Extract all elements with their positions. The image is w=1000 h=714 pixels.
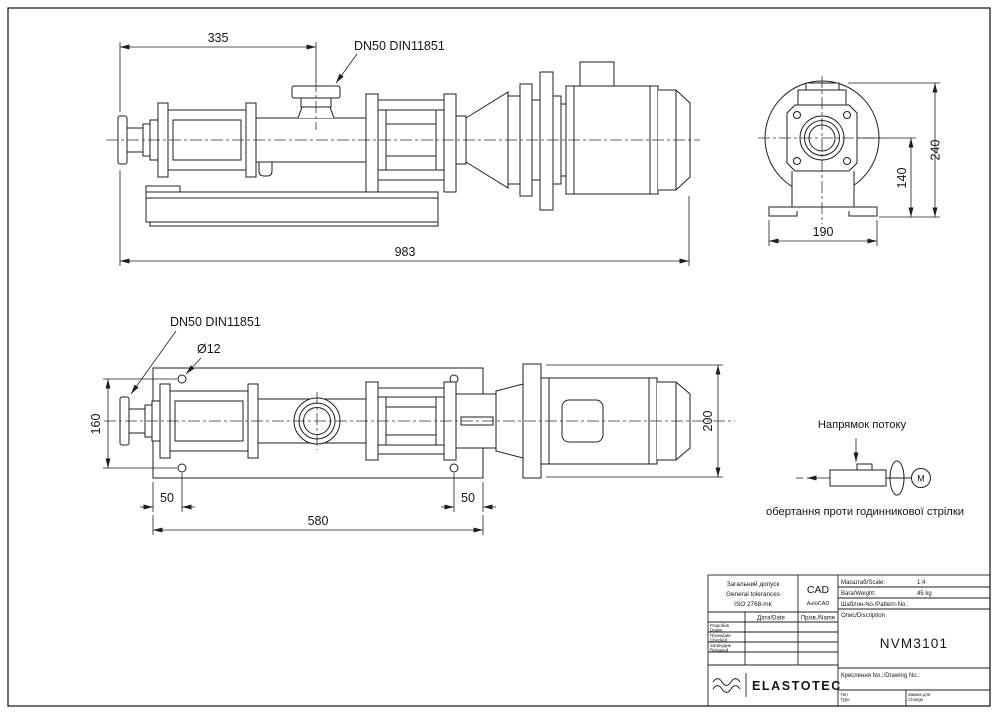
dim-total-height: 240 — [848, 82, 943, 218]
plan-view: DN50 DIN11851 Ø12 160 50 50 580 — [89, 315, 735, 535]
page-border — [7, 7, 991, 707]
end-view: 240 140 190 — [758, 76, 943, 246]
dim-drive-width: 200 — [546, 364, 723, 478]
dim-140-text: 140 — [895, 168, 909, 189]
title-block: Загальний допуск General tolerances ISO … — [707, 574, 991, 707]
row-drawn-en: Drawn — [710, 628, 723, 633]
dn50-label-plan: DN50 DIN11851 — [170, 315, 261, 329]
hole-callout: Ø12 — [185, 342, 221, 375]
type-label-en: Type — [841, 697, 851, 702]
col-name-header: Прізв./Name — [801, 616, 836, 622]
motor — [565, 61, 691, 195]
dim-feet-width: 190 — [768, 220, 878, 246]
row-checked-ua: Перевірив — [710, 633, 731, 638]
port-callout-plan: DN50 DIN11851 — [130, 315, 261, 395]
signature-rows: Розробив Drawn Перевірив Checked Затверд… — [710, 623, 732, 653]
change-label-ua: Заміна для — [908, 692, 931, 697]
cad-label: CAD — [807, 584, 830, 596]
elastotec-wave-icon — [712, 678, 741, 686]
motor-symbol-icon: M — [911, 468, 931, 488]
joint-frame — [365, 93, 457, 193]
dim-580-text: 580 — [308, 514, 329, 528]
pump-symbol — [796, 460, 911, 496]
dim-axis-height: 140 — [858, 137, 916, 218]
col-date-header: Дата/Date — [757, 616, 785, 622]
motor-letter: M — [917, 474, 925, 484]
dim-190-text: 190 — [813, 225, 834, 239]
hole-dia-label: Ø12 — [197, 342, 221, 356]
description-value: NVM3101 — [880, 636, 948, 651]
dn50-label-side: DN50 DIN11851 — [354, 39, 445, 53]
drive-lantern — [455, 71, 568, 211]
weight-value: 45 kg — [917, 591, 932, 597]
type-cell: Тип Type — [841, 692, 851, 702]
dim-160-text: 160 — [89, 414, 103, 435]
coupling-symbol — [889, 460, 905, 496]
flow-caption: обертання проти годинникової стрілки — [766, 506, 964, 518]
tolerance-line2: General tolerances — [726, 591, 780, 598]
dim-335-text: 335 — [208, 31, 229, 45]
side-view: 335 DN50 DIN11851 983 — [106, 31, 700, 266]
baseplate — [145, 185, 439, 227]
brand-name: ELASTOTEC — [752, 679, 842, 693]
weight-label: Вага/Weight: — [841, 591, 876, 597]
tolerance-line1: Загальний допуск — [727, 580, 780, 588]
dim-port-position: 335 — [119, 31, 317, 112]
drawing-no-label: Креслення No.:/Drawing No.: — [841, 673, 920, 679]
dim-plate-width: 160 — [89, 378, 177, 469]
logo-cell: ELASTOTEC — [712, 673, 842, 697]
cad-cell: CAD AutoCAD — [807, 584, 830, 607]
flow-direction-note: Напрямок потоку M обертання проти годинн… — [766, 419, 964, 518]
flow-title: Напрямок потоку — [818, 419, 907, 431]
dim-50-left-text: 50 — [160, 491, 174, 505]
pattern-label: Шаблон-No./Pattern-No.: — [841, 602, 909, 608]
elastotec-wave-icon2 — [712, 685, 741, 693]
row-drawn-ua: Розробив — [710, 623, 730, 628]
port-callout-side: DN50 DIN11851 — [335, 39, 445, 84]
dim-240-text: 240 — [929, 140, 943, 161]
pump-casing — [255, 117, 367, 177]
dim-983-text: 983 — [395, 245, 416, 259]
type-label-ua: Тип — [841, 692, 849, 697]
change-cell: Заміна для Change — [908, 692, 931, 702]
row-checked-en: Checked — [710, 638, 728, 643]
row-released-en: Released — [710, 648, 729, 653]
row-released-ua: Затвердив — [710, 643, 732, 648]
dim-plate-length: 580 — [152, 514, 484, 535]
dim-200-text: 200 — [701, 411, 715, 432]
dim-hole-offset-left: 50 — [140, 473, 195, 512]
dim-50-right-text: 50 — [461, 491, 475, 505]
change-label-en: Change — [908, 697, 924, 702]
scale-value: 1:4 — [917, 580, 926, 586]
tolerance-line3: ISO 2768-mk — [734, 601, 772, 608]
joint-frame-plan — [365, 381, 457, 461]
dim-hole-offset-right: 50 — [441, 473, 496, 512]
autocad-label: AutoCAD — [807, 601, 830, 607]
dim-total-length: 983 — [119, 170, 690, 266]
discharge-port — [291, 80, 341, 130]
feet-bracket — [768, 171, 878, 217]
description-label: Опис/Discription — [841, 613, 885, 619]
scale-label: Масштаб/Scale: — [841, 580, 885, 586]
tolerance-cell: Загальний допуск General tolerances ISO … — [726, 580, 780, 608]
